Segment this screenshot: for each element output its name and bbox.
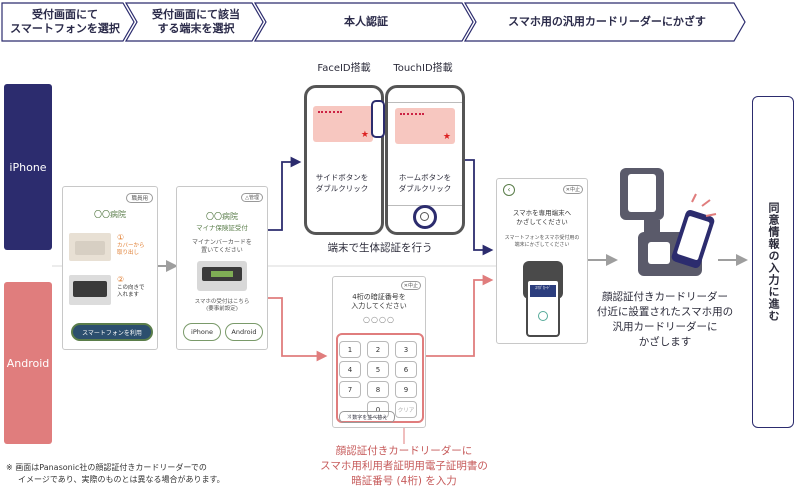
faceid-instruction: サイドボタンをダブルクリック bbox=[315, 173, 369, 193]
keypad: 1 2 3 4 5 6 7 8 9 0 クリア bbox=[333, 329, 425, 418]
iphone-button[interactable]: iPhone bbox=[183, 323, 221, 341]
mynumber-card: ★ bbox=[313, 106, 373, 142]
step-2: 受付画面にて該当する端末を選択 bbox=[152, 8, 240, 35]
hold-phone-screen: ‹ ✕中止 スマホを専用端末へかざしてください スマートフォンをスマホ受付用の端… bbox=[496, 178, 588, 344]
biometric-caption: 端末で生体認証を行う bbox=[327, 242, 433, 254]
tab-android: Android bbox=[4, 282, 52, 444]
proceed-consent-text: 同意情報の入力に進む bbox=[767, 202, 780, 322]
shuffle-icon: ⤨ bbox=[346, 414, 353, 420]
cancel-button[interactable]: ✕中止 bbox=[400, 281, 421, 290]
step-text-1: カバーから取り出し bbox=[117, 243, 145, 256]
step-number-1: ① bbox=[117, 233, 125, 242]
pin-caption: 顔認証付きカードリーダーにスマホ用利用者証明用電子証明書の暗証番号 (4桁) を… bbox=[320, 445, 488, 487]
screen-select-device: △管理 〇〇病院 マイナ保険証受付 マイナンバーカードを置いてください スマホの… bbox=[176, 186, 268, 350]
touchid-label: TouchID搭載 bbox=[393, 63, 453, 74]
card-instruction: マイナンバーカードを置いてください bbox=[192, 239, 252, 254]
proceed-consent-box: 同意情報の入力に進む bbox=[752, 96, 794, 428]
reader-caption: 顔認証付きカードリーダー付近に設置されたスマホ用の汎用カードリーダーにかざします bbox=[596, 291, 734, 348]
reader-image bbox=[69, 275, 111, 305]
star-icon: ★ bbox=[360, 130, 369, 140]
use-smartphone-button[interactable]: スマートフォンを利用 bbox=[71, 323, 153, 341]
reader-title: スマホを専用端末へかざしてください bbox=[512, 209, 572, 226]
step-bar bbox=[1, 2, 746, 42]
key-8[interactable]: 8 bbox=[367, 381, 389, 398]
key-clear[interactable]: クリア bbox=[395, 401, 417, 418]
step-number-2: ② bbox=[117, 275, 125, 284]
key-9[interactable]: 9 bbox=[395, 381, 417, 398]
key-0[interactable]: 0 bbox=[367, 401, 389, 418]
staff-badge: 職員用 bbox=[126, 193, 153, 203]
key-2[interactable]: 2 bbox=[367, 341, 389, 358]
step-text-2: この向きで入れます bbox=[117, 285, 145, 298]
faceid-phone: ★ サイドボタンをダブルクリック bbox=[304, 85, 384, 235]
card-image bbox=[69, 233, 111, 261]
faceid-label: FaceID搭載 bbox=[317, 63, 371, 74]
pin-entry-screen: ✕中止 4桁の暗証番号を入力してください ○○○○ 1 2 3 4 5 6 7 … bbox=[332, 276, 426, 428]
tab-iphone: iPhone bbox=[4, 84, 52, 250]
key-5[interactable]: 5 bbox=[367, 361, 389, 378]
pin-title: 4桁の暗証番号を入力してください bbox=[351, 293, 407, 310]
android-button[interactable]: Android bbox=[225, 323, 263, 341]
pin-dots: ○○○○ bbox=[363, 315, 395, 324]
key-3[interactable]: 3 bbox=[395, 341, 417, 358]
hospital-name-2: 〇〇病院 bbox=[206, 212, 238, 221]
smartphone-note: スマホの受付はこちら(要事前設定) bbox=[194, 299, 250, 312]
reader-text: スマートフォンをスマホ受付用の端末にかざしてください bbox=[504, 235, 580, 248]
phone-on-reader: ｽﾏﾎﾞｶｰﾄﾞ bbox=[526, 279, 560, 337]
step-3: 本人認証 bbox=[344, 15, 388, 28]
star-icon: ★ bbox=[442, 132, 451, 142]
step-1: 受付画面にてスマートフォンを選択 bbox=[10, 8, 120, 35]
footnote: ※ 画面はPanasonic社の顔認証付きカードリーダーでのイメージであり、実際… bbox=[6, 463, 225, 484]
key-7[interactable]: 7 bbox=[339, 381, 361, 398]
insurance-reception-title: マイナ保険証受付 bbox=[196, 224, 248, 232]
admin-badge: △管理 bbox=[241, 193, 263, 202]
touchid-instruction: ホームボタンをダブルクリック bbox=[398, 173, 452, 193]
home-button-icon bbox=[413, 205, 437, 229]
back-button[interactable]: ‹ bbox=[503, 184, 515, 196]
hospital-name: 〇〇病院 bbox=[94, 210, 126, 219]
touchid-phone: ★ ホームボタンをダブルクリック bbox=[385, 85, 465, 235]
side-button-icon bbox=[371, 100, 385, 138]
key-4[interactable]: 4 bbox=[339, 361, 361, 378]
step-4: スマホ用の汎用カードリーダーにかざす bbox=[508, 15, 706, 28]
mynumber-card-2: ★ bbox=[395, 108, 455, 144]
shuffle-button[interactable]: ⤨ 数字を並べ替え bbox=[339, 411, 395, 423]
card-reader-image bbox=[197, 261, 247, 291]
screen-select-smartphone: 職員用 〇〇病院 ① カバーから取り出し ② この向きで入れます スマートフォン… bbox=[62, 186, 158, 350]
keypad-highlight bbox=[336, 333, 424, 423]
cancel-button-2[interactable]: ✕中止 bbox=[562, 185, 583, 194]
key-1[interactable]: 1 bbox=[339, 341, 361, 358]
card-reader-device bbox=[620, 168, 717, 276]
key-6[interactable]: 6 bbox=[395, 361, 417, 378]
